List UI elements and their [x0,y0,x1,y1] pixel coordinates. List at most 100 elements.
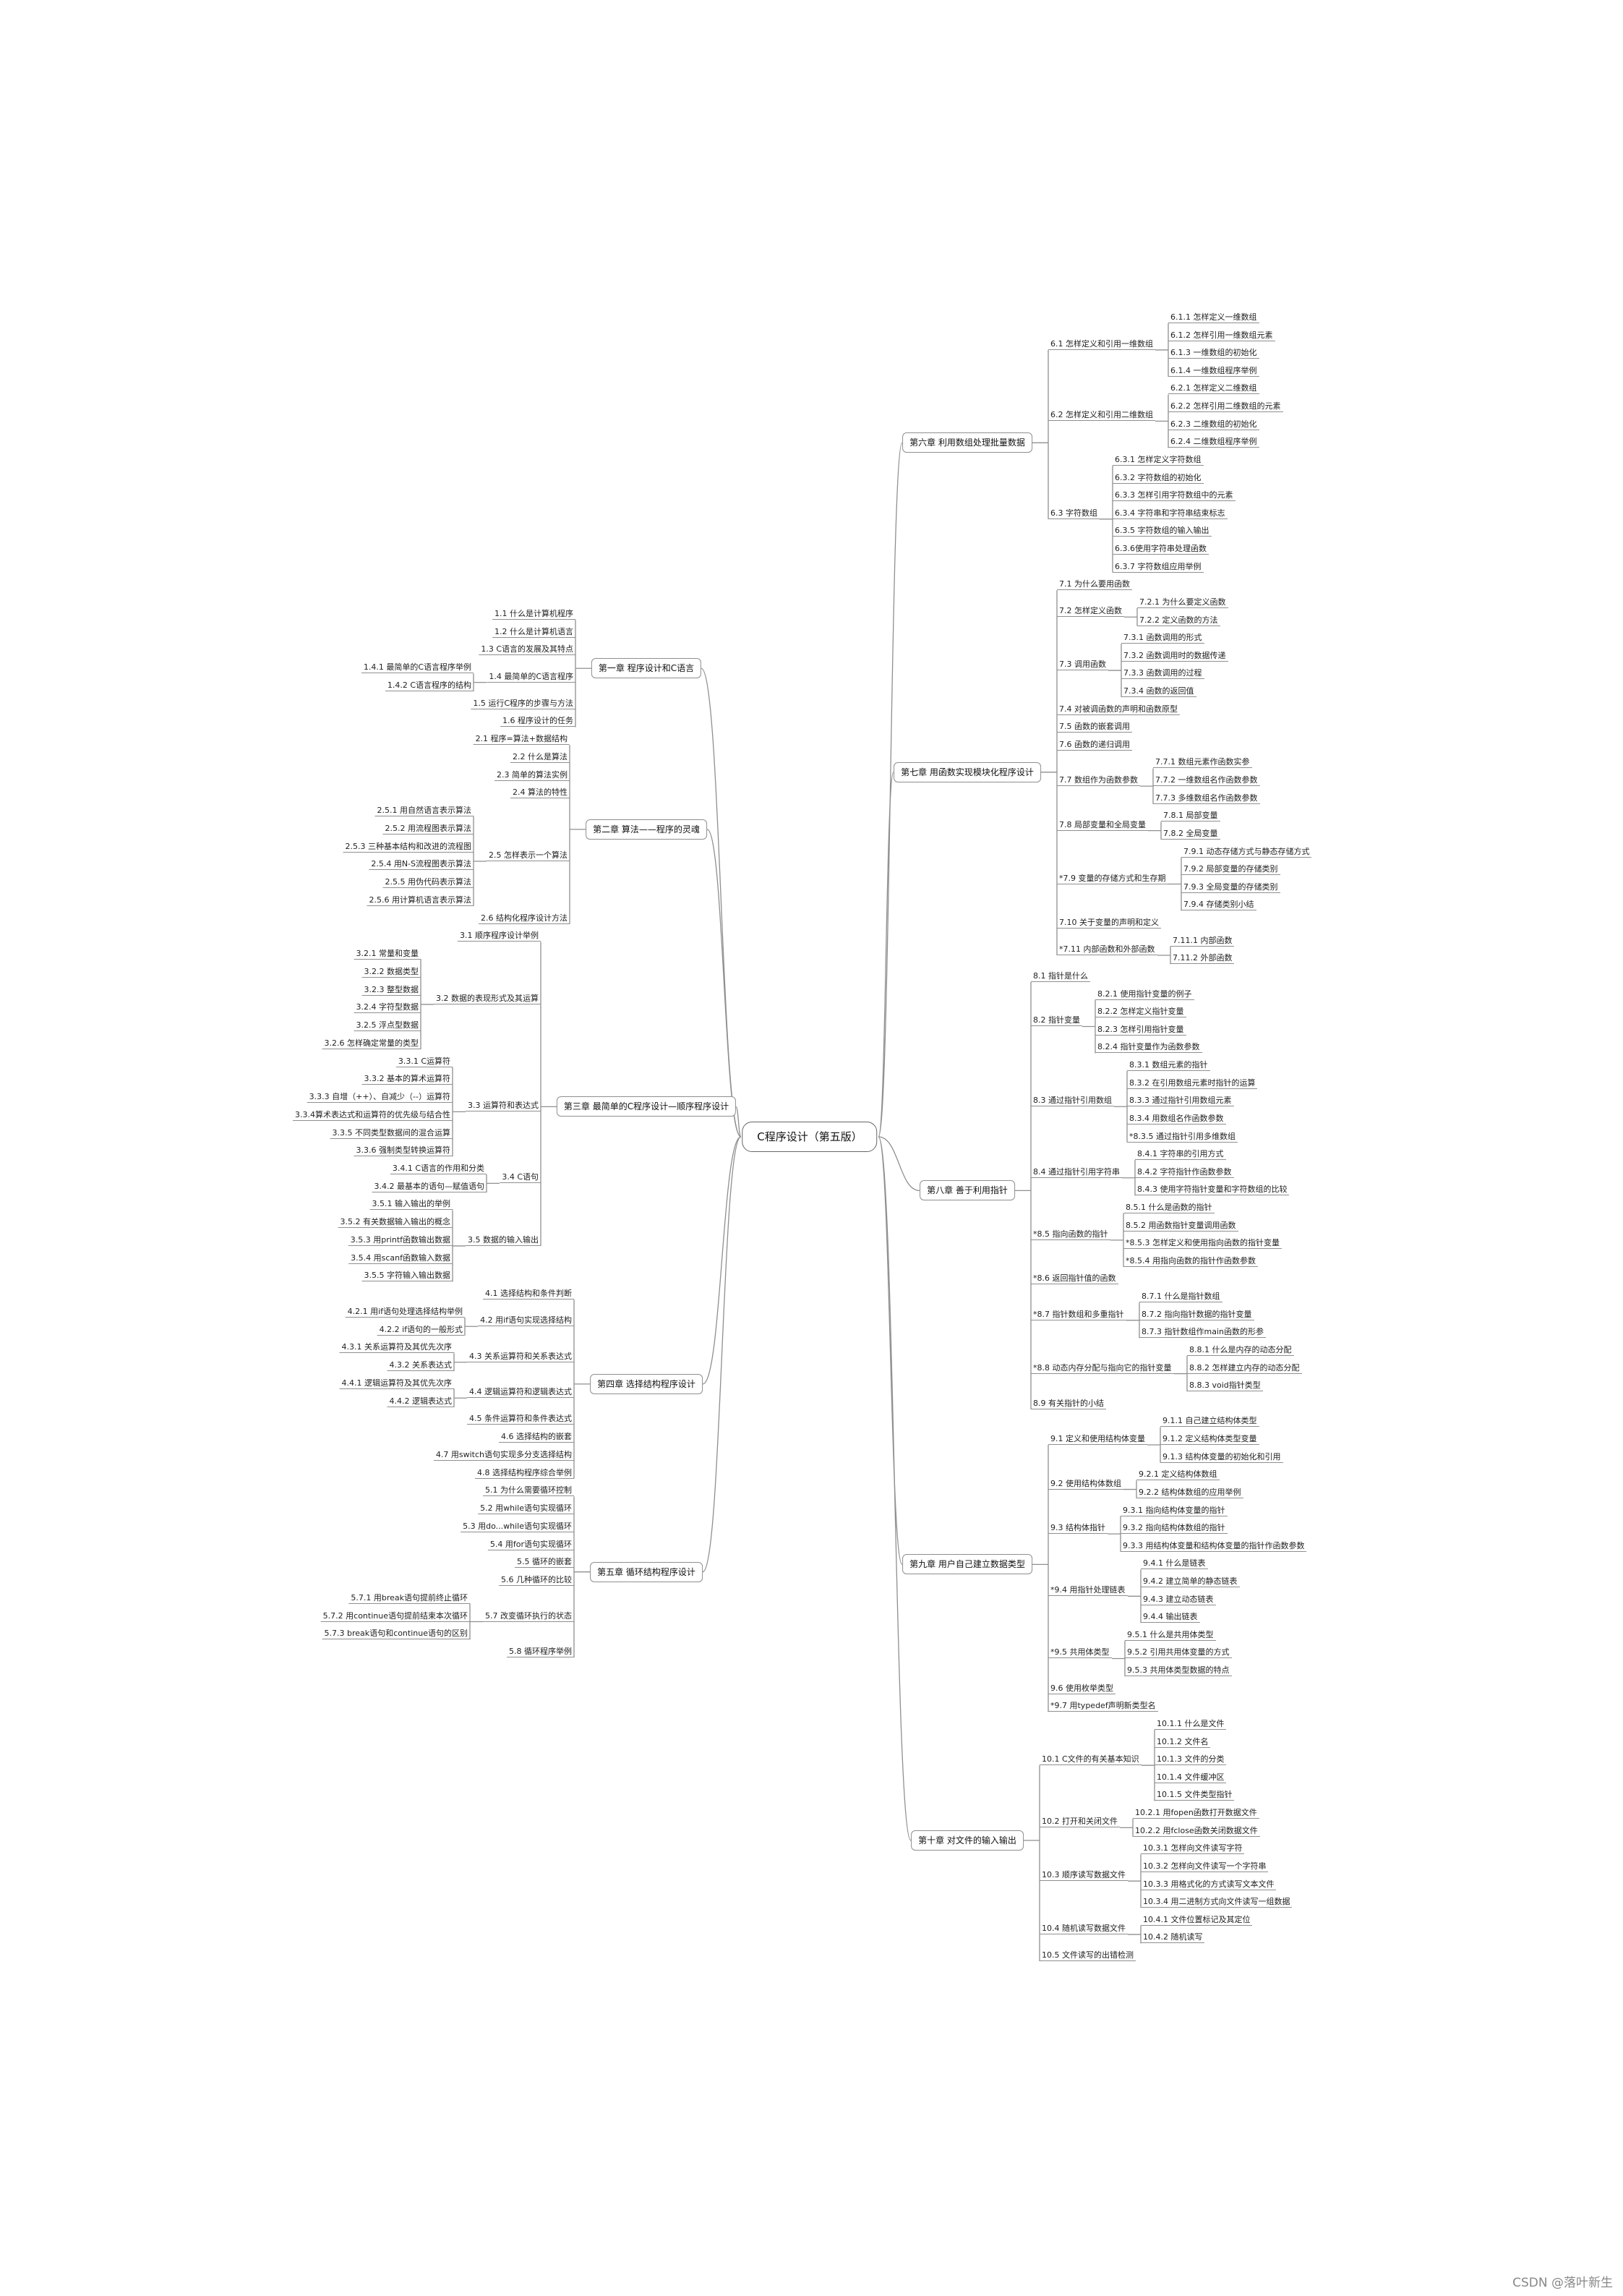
section-node: 9.3 结构体指针 [1048,1523,1108,1535]
subsection-node: 3.3.1 C运算符 [395,1057,453,1067]
subsection-node: 9.2.2 结构体数组的应用举例 [1136,1488,1243,1498]
subsection-node: 3.5.1 输入输出的举例 [369,1199,453,1211]
subsection-node: *8.3.5 通过指针引用多维数组 [1127,1132,1238,1143]
subsection-node: 10.3.3 用格式化的方式读写文本文件 [1141,1879,1277,1890]
subsection-node: 10.4.1 文件位置标记及其定位 [1141,1915,1253,1926]
subsection-node: 3.2.5 浮点型数据 [354,1020,421,1032]
subsection-node: 7.3.3 函数调用的过程 [1121,668,1204,680]
subsection-node: 9.1.2 定义结构体类型变量 [1160,1434,1259,1446]
subsection-node: 6.3.6使用字符串处理函数 [1113,544,1209,555]
subsection-node: 6.2.1 怎样定义二维数组 [1168,383,1259,395]
subsection-node: 8.7.2 指向指针数据的指针变量 [1139,1310,1254,1320]
subsection-node: 8.3.2 在引用数组元素时指针的运算 [1127,1078,1258,1089]
subsection-node: 8.2.1 使用指针变量的例子 [1095,989,1194,1000]
subsection-node: 6.3.1 怎样定义字符数组 [1113,455,1204,466]
subsection-node: 4.4.1 逻辑运算符及其优先次序 [339,1378,454,1389]
subsection-node: 3.5.5 字符输入输出数据 [361,1271,453,1282]
section-leaf: 4.6 选择结构的嵌套 [499,1432,574,1443]
section-node: 4.2 用if语句实现选择结构 [478,1315,574,1327]
central-topic: C程序设计（第五版） [742,1122,878,1152]
subsection-node: 8.5.1 什么是函数的指针 [1123,1203,1215,1213]
section-leaf: 5.5 循环的嵌套 [515,1557,574,1569]
section-leaf: 7.10 关于变量的声明和定义 [1057,918,1161,929]
watermark: CSDN @落叶新生 [1512,2276,1613,2290]
chapter-node: 第五章 循环结构程序设计 [590,1561,703,1582]
subsection-node: 2.5.5 用伪代码表示算法 [382,877,474,889]
subsection-node: 2.5.2 用流程图表示算法 [382,824,474,835]
subsection-node: 8.3.4 用数组名作函数参数 [1127,1114,1226,1124]
chapter-node: 第一章 程序设计和C语言 [591,658,702,679]
subsection-node: 7.3.2 函数调用时的数据传递 [1121,651,1228,662]
section-node: 1.4 最简单的C语言程序 [487,672,575,683]
subsection-node: 8.3.1 数组元素的指针 [1127,1060,1210,1072]
subsection-node: 3.2.3 整型数据 [361,985,421,996]
subsection-node: 6.3.5 字符数组的输入输出 [1113,526,1212,537]
chapter-node: 第三章 最简单的C程序设计—顺序程序设计 [556,1096,737,1117]
chapter-node: 第九章 用户自己建立数据类型 [902,1554,1032,1575]
subsection-node: 10.1.1 什么是文件 [1155,1719,1227,1730]
chapter-node: 第十章 对文件的输入输出 [911,1830,1024,1851]
subsection-node: 9.4.3 建立动态链表 [1141,1595,1216,1605]
subsection-node: 8.4.1 字符串的引用方式 [1135,1149,1226,1161]
subsection-node: 6.3.3 怎样引用字符数组中的元素 [1113,490,1236,502]
section-leaf: 5.1 为什么需要循环控制 [483,1485,574,1497]
subsection-node: 7.8.1 局部变量 [1161,811,1220,822]
subsection-node: 6.1.1 怎样定义一维数组 [1168,312,1259,323]
subsection-node: 7.9.2 局部变量的存储类别 [1181,864,1280,876]
subsection-node: 4.4.2 逻辑表达式 [387,1396,454,1407]
section-leaf: 2.4 算法的特性 [510,788,570,799]
subsection-node: 8.2.3 怎样引用指针变量 [1095,1025,1186,1036]
section-leaf: 1.3 C语言的发展及其特点 [479,644,575,656]
section-node: *9.4 用指针处理链表 [1048,1585,1128,1597]
subsection-node: 2.5.6 用计算机语言表示算法 [367,895,474,906]
section-node: 6.2 怎样定义和引用二维数组 [1048,410,1155,422]
subsection-node: 6.3.7 字符数组应用举例 [1113,562,1204,573]
section-node: 3.5 数据的输入输出 [466,1235,541,1246]
subsection-node: *8.5.4 用指向函数的指针作函数参数 [1123,1256,1258,1267]
section-leaf: 1.5 运行C程序的步骤与方法 [471,699,575,709]
subsection-node: 9.5.3 共用体类型数据的特点 [1125,1665,1232,1677]
subsection-node: 3.4.2 最基本的语句—赋值语句 [372,1182,487,1192]
subsection-node: 8.4.2 字符指针作函数参数 [1135,1167,1234,1178]
section-node: *8.7 指针数组和多重指针 [1031,1310,1126,1320]
subsection-node: 8.2.4 指针变量作为函数参数 [1095,1042,1202,1054]
section-leaf: 1.6 程序设计的任务 [500,716,575,727]
subsection-node: 8.3.3 通过指针引用数组元素 [1127,1096,1234,1107]
subsection-node: 7.7.2 一维数组名作函数参数 [1153,775,1260,787]
subsection-node: 4.3.1 关系运算符及其优先次序 [339,1342,454,1354]
subsection-node: 8.8.3 void指针类型 [1187,1380,1263,1392]
subsection-node: 10.3.2 怎样向文件读写一个字符串 [1141,1861,1269,1872]
root-to-chapter-line [878,442,903,1138]
subsection-node: 3.3.5 不同类型数据间的混合运算 [330,1128,453,1139]
subsection-node: 8.7.3 指针数组作main函数的形参 [1139,1327,1266,1339]
subsection-node: 10.1.5 文件类型指针 [1155,1790,1235,1801]
section-node: 9.1 定义和使用结构体变量 [1048,1434,1147,1446]
section-leaf: 7.1 为什么要用函数 [1057,579,1132,591]
subsection-node: 3.2.2 数据类型 [361,967,421,978]
section-leaf: 2.2 什么是算法 [510,752,570,763]
section-leaf: 2.1 程序=算法+数据结构 [473,734,570,746]
section-node: 10.2 打开和关闭文件 [1040,1817,1120,1828]
subsection-node: 7.2.1 为什么要定义函数 [1137,597,1228,608]
section-leaf: 1.1 什么是计算机程序 [492,609,575,620]
subsection-node: 2.5.4 用N-S流程图表示算法 [369,859,474,871]
subsection-node: 7.9.1 动态存储方式与静态存储方式 [1181,847,1312,858]
subsection-node: 7.9.4 存储类别小结 [1181,900,1256,911]
subsection-node: 6.3.4 字符串和字符串结束标志 [1113,508,1228,519]
subsection-node: 8.7.1 什么是指针数组 [1139,1292,1222,1303]
subsection-node: 8.8.2 怎样建立内存的动态分配 [1187,1363,1302,1374]
root-to-chapter-line [706,829,742,1138]
section-leaf: 7.6 函数的递归调用 [1057,740,1132,751]
section-node: 7.7 数组作为函数参数 [1057,775,1140,787]
section-leaf: 9.6 使用枚举类型 [1048,1683,1115,1694]
section-leaf: 5.2 用while语句实现循环 [478,1503,574,1515]
root-to-chapter-line [878,1136,912,1841]
section-leaf: 2.6 结构化程序设计方法 [479,913,570,924]
section-leaf: 2.3 简单的算法实例 [494,770,570,781]
subsection-node: 1.4.1 最简单的C语言程序举例 [361,662,474,674]
subsection-node: 6.1.3 一维数组的初始化 [1168,348,1259,359]
subsection-node: 3.3.4算术表达式和运算符的优先级与结合性 [293,1110,453,1121]
subsection-node: 3.3.6 强制类型转换运算符 [354,1145,453,1157]
subsection-node: 10.3.1 怎样向文件读写字符 [1141,1843,1245,1855]
